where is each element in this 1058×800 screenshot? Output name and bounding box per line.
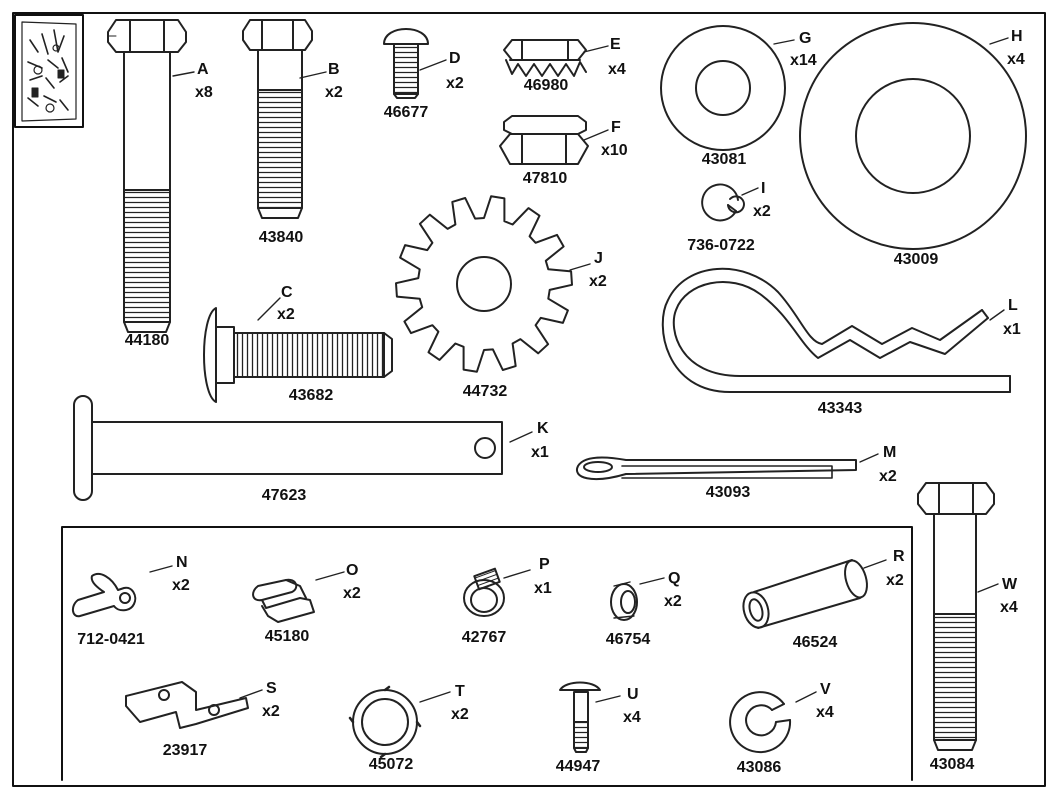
part-I-lock-washer xyxy=(701,183,745,222)
part-J-letter: J xyxy=(594,250,603,267)
part-T-part-number: 45072 xyxy=(368,756,414,773)
part-F-part-number: 47810 xyxy=(522,170,568,187)
part-K-part-number: 47623 xyxy=(261,487,307,504)
small-parts-box xyxy=(61,526,913,781)
part-U-letter: U xyxy=(627,686,639,703)
part-K-letter: K xyxy=(537,420,549,437)
part-C-letter: C xyxy=(281,284,293,301)
part-G-part-number: 43081 xyxy=(701,151,747,168)
part-O-spring-clip xyxy=(252,578,315,623)
part-U-quantity: x4 xyxy=(623,709,641,726)
part-T-push-nut xyxy=(348,685,422,759)
part-W-letter: W xyxy=(1002,576,1018,593)
part-N-wing-nut xyxy=(72,572,137,618)
part-D-part-number: 46677 xyxy=(383,104,429,121)
part-R-quantity: x2 xyxy=(886,572,904,589)
part-N-quantity: x2 xyxy=(172,577,190,594)
part-B-letter: B xyxy=(328,61,340,78)
part-B-quantity: x2 xyxy=(325,84,343,101)
part-P-part-number: 42767 xyxy=(461,629,507,646)
part-V-part-number: 43086 xyxy=(736,759,782,776)
part-F-quantity: x10 xyxy=(601,142,628,159)
part-S-letter: S xyxy=(266,680,277,697)
part-C-part-number: 43682 xyxy=(288,387,334,404)
part-T-quantity: x2 xyxy=(451,706,469,723)
part-G-letter: G xyxy=(799,30,812,47)
part-D-quantity: x2 xyxy=(446,75,464,92)
part-W-hex-bolt xyxy=(917,482,995,751)
part-G-washer xyxy=(660,25,786,151)
part-D-letter: D xyxy=(449,50,461,67)
part-I-quantity: x2 xyxy=(753,203,771,220)
part-S-quantity: x2 xyxy=(262,703,280,720)
part-R-part-number: 46524 xyxy=(792,634,838,651)
part-V-quantity: x4 xyxy=(816,704,834,721)
part-B-part-number: 43840 xyxy=(258,229,304,246)
part-S-bracket xyxy=(125,681,249,729)
leader-lines xyxy=(149,37,1009,703)
part-O-part-number: 45180 xyxy=(264,628,310,645)
part-E-letter: E xyxy=(610,36,621,53)
part-W-quantity: x4 xyxy=(1000,599,1018,616)
part-H-large-washer xyxy=(799,22,1027,250)
part-Q-letter: Q xyxy=(668,570,681,587)
part-L-part-number: 43343 xyxy=(817,400,863,417)
part-F-letter: F xyxy=(611,119,621,136)
part-M-letter: M xyxy=(883,444,897,461)
part-J-quantity: x2 xyxy=(589,273,607,290)
part-T-letter: T xyxy=(455,683,465,700)
part-A-letter: A xyxy=(197,61,209,78)
part-O-quantity: x2 xyxy=(343,585,361,602)
part-I-letter: I xyxy=(761,180,766,197)
part-H-part-number: 43009 xyxy=(893,251,939,268)
part-V-letter: V xyxy=(820,681,831,698)
part-V-lock-washer xyxy=(729,691,792,754)
part-Q-spacer xyxy=(610,581,638,621)
part-J-sprocket xyxy=(395,195,573,373)
part-O-letter: O xyxy=(346,562,359,579)
part-K-clevis-pin xyxy=(73,395,503,501)
part-N-letter: N xyxy=(176,554,188,571)
part-A-hex-bolt xyxy=(107,19,187,333)
part-U-truss-screw xyxy=(559,681,601,753)
part-E-quantity: x4 xyxy=(608,61,626,78)
part-N-part-number: 712-0421 xyxy=(77,631,145,648)
part-M-cotter-pin xyxy=(575,456,857,481)
part-Q-quantity: x2 xyxy=(664,593,682,610)
diagram-frame xyxy=(12,12,1046,787)
part-W-part-number: 43084 xyxy=(929,756,975,773)
part-L-letter: L xyxy=(1008,297,1018,314)
part-P-hose-clamp xyxy=(463,567,505,617)
part-G-quantity: x14 xyxy=(790,52,817,69)
part-R-bushing xyxy=(742,559,868,629)
part-H-letter: H xyxy=(1011,28,1023,45)
part-D-screw xyxy=(383,28,429,99)
part-C-carriage-bolt xyxy=(203,307,393,403)
part-B-hex-bolt xyxy=(242,19,313,219)
part-L-hairpin-clip xyxy=(661,267,1011,393)
part-Q-part-number: 46754 xyxy=(605,631,651,648)
part-M-quantity: x2 xyxy=(879,468,897,485)
part-U-part-number: 44947 xyxy=(555,758,601,775)
part-A-quantity: x8 xyxy=(195,84,213,101)
part-F-lock-nut xyxy=(499,115,589,165)
part-P-quantity: x1 xyxy=(534,580,552,597)
part-A-part-number: 44180 xyxy=(124,332,170,349)
part-L-quantity: x1 xyxy=(1003,321,1021,338)
part-P-letter: P xyxy=(539,556,550,573)
part-C-quantity: x2 xyxy=(277,306,295,323)
part-K-quantity: x1 xyxy=(531,444,549,461)
hardware-bag-icon xyxy=(14,14,84,128)
part-E-flange-nut xyxy=(503,39,587,77)
part-M-part-number: 43093 xyxy=(705,484,751,501)
part-R-letter: R xyxy=(893,548,905,565)
part-H-quantity: x4 xyxy=(1007,51,1025,68)
part-I-part-number: 736-0722 xyxy=(687,237,755,254)
part-J-part-number: 44732 xyxy=(462,383,508,400)
part-E-part-number: 46980 xyxy=(523,77,569,94)
part-S-part-number: 23917 xyxy=(162,742,208,759)
